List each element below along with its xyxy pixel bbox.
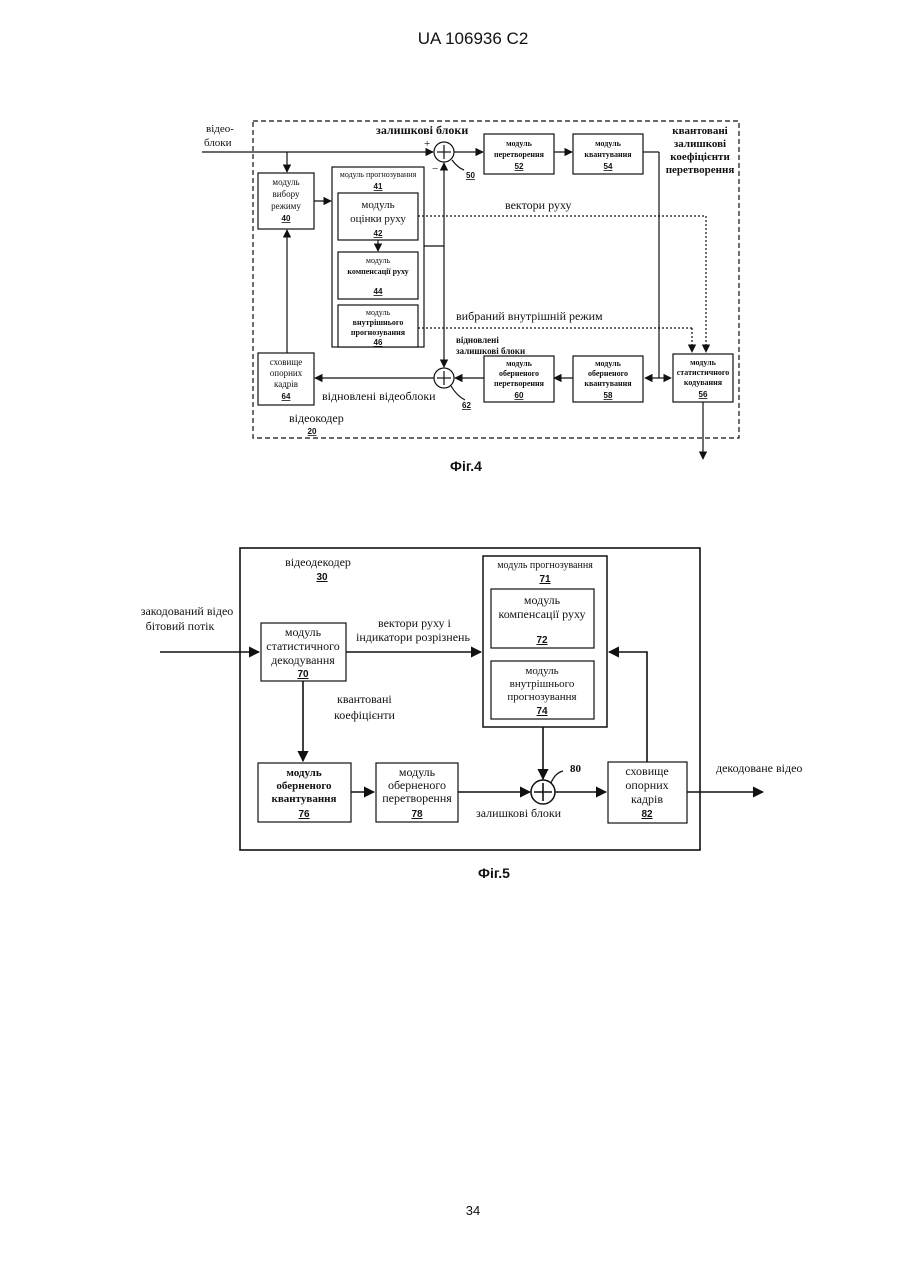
mode-number: 40 [282, 214, 291, 223]
motion-comp-line-1: модуль [366, 256, 391, 265]
entropy-number: 56 [699, 390, 708, 399]
prediction-title: модуль прогнозування [340, 170, 417, 179]
motion-comp-number: 44 [374, 287, 383, 296]
summer-50-number: 50 [466, 171, 475, 180]
mc72-number: 72 [536, 635, 548, 646]
figure-5: відеодекодер 30 закодований відео бітови… [141, 548, 803, 881]
mc72-line-2: компенсації руху [498, 607, 585, 621]
recon-residual-label-1: відновлені [456, 335, 499, 345]
intra74-line-1: модуль [525, 665, 558, 677]
mc72-line-1: модуль [524, 593, 561, 607]
encoder-number: 20 [308, 427, 317, 436]
inv-transform-line-3: перетворення [494, 379, 545, 388]
inv-quant-number: 58 [604, 391, 613, 400]
intra74-line-2: внутрішнього [510, 678, 575, 690]
summer-62-number: 62 [462, 401, 471, 410]
it78-line-2: оберненого [388, 778, 446, 792]
entropy-dec-line-2: статистичного [266, 639, 339, 653]
summer-80-number: 80 [570, 763, 582, 775]
motion-est-line-2: оцінки руху [350, 213, 406, 225]
quant-line-2: квантування [584, 150, 632, 159]
figure-4-caption: Фіг.4 [450, 458, 482, 474]
intra-line-2: внутрішнього [353, 318, 404, 327]
iq76-line-1: модуль [286, 767, 321, 779]
rs82-number: 82 [641, 809, 653, 820]
iq76-line-2: оберненого [276, 780, 332, 792]
ref-store-number: 64 [282, 392, 291, 401]
coef-label-2: коефіцієнти [334, 708, 396, 722]
page-number: 34 [466, 1203, 480, 1218]
motion-vectors-label: вектори руху [505, 198, 572, 212]
transform-line-1: модуль [506, 139, 532, 148]
inv-quant-line-1: модуль [595, 359, 621, 368]
transform-number: 52 [515, 162, 524, 171]
iq76-number: 76 [298, 809, 310, 820]
mv-label-1: вектори руху і [378, 616, 451, 630]
mode-line-1: модуль [272, 177, 299, 187]
entropy-line-2: статистичного [677, 368, 730, 377]
encoder-label: відеокодер [289, 411, 344, 425]
input-label-2: блоки [204, 137, 232, 149]
entropy-dec-line-1: модуль [285, 625, 322, 639]
intra-line-1: модуль [366, 308, 391, 317]
quant-number: 54 [604, 162, 613, 171]
ref-store-line-3: кадрів [274, 379, 298, 389]
inv-transform-number: 60 [515, 391, 524, 400]
figure-5-caption: Фіг.5 [478, 865, 510, 881]
bitstream-label-1: закодований відео [141, 604, 234, 618]
ref-store-line-2: опорних [270, 368, 303, 378]
mv-label-2: індикатори розрізнень [356, 630, 470, 644]
coef-label-1: квантовані [337, 692, 392, 706]
prediction-71-title: модуль прогнозування [497, 560, 593, 571]
intra74-line-3: прогнозування [507, 691, 576, 703]
rs82-line-1: сховище [625, 764, 668, 778]
plus-sign: + [424, 138, 430, 150]
prediction-number: 41 [374, 182, 383, 191]
entropy-dec-line-3: декодування [271, 653, 335, 667]
patent-number: UA 106936 C2 [418, 29, 529, 48]
intra74-number: 74 [536, 706, 548, 717]
entropy-line-3: кодування [684, 378, 723, 387]
bitstream-label-2: бітовий потік [146, 619, 215, 633]
prediction-71-number: 71 [539, 574, 551, 585]
mode-line-3: режиму [271, 201, 301, 211]
intra-mode-label: вибраний внутрішній режим [456, 309, 603, 323]
residual-blocks-label: залишкові блоки [476, 806, 562, 820]
inv-transform-line-1: модуль [506, 359, 532, 368]
inv-transform-line-2: оберненого [499, 369, 539, 378]
intra-line-3: прогнозування [351, 328, 406, 337]
it78-line-1: модуль [399, 765, 436, 779]
rs82-line-2: опорних [625, 778, 668, 792]
residual-label: залишкові блоки [376, 123, 468, 137]
intra-number: 46 [374, 338, 383, 347]
recon-video-label: відновлені відеоблоки [322, 389, 436, 403]
quant-coef-label-2: залишкові [674, 138, 726, 150]
ref-store-line-1: сховище [270, 357, 303, 367]
recon-residual-label-2: залишкові блоки [456, 346, 525, 356]
input-label-1: відео- [206, 123, 234, 135]
minus-sign: − [432, 163, 438, 175]
rs82-line-3: кадрів [631, 792, 663, 806]
motion-est-line-1: модуль [361, 199, 394, 211]
inv-quant-line-3: квантування [584, 379, 632, 388]
transform-line-2: перетворення [494, 150, 545, 159]
entropy-line-1: модуль [690, 358, 716, 367]
iq76-line-3: квантування [272, 793, 337, 805]
decoder-number: 30 [316, 572, 328, 583]
entropy-dec-number: 70 [297, 669, 309, 680]
quant-line-1: модуль [595, 139, 621, 148]
quant-coef-label-3: коефіцієнти [670, 151, 730, 163]
it78-number: 78 [411, 809, 423, 820]
decoder-label: відеодекодер [285, 555, 351, 569]
inv-quant-line-2: оберненого [588, 369, 628, 378]
motion-comp-line-2: компенсації руху [347, 267, 408, 276]
decoded-video-label: декодоване відео [716, 761, 802, 775]
quant-coef-label-4: перетворення [666, 164, 735, 176]
mode-line-2: вибору [272, 189, 300, 199]
quant-coef-label-1: квантовані [672, 125, 727, 137]
it78-line-3: перетворення [382, 791, 452, 805]
figure-4: відео- блоки залишкові блоки + − 50 моду… [202, 121, 739, 474]
motion-est-number: 42 [374, 229, 383, 238]
